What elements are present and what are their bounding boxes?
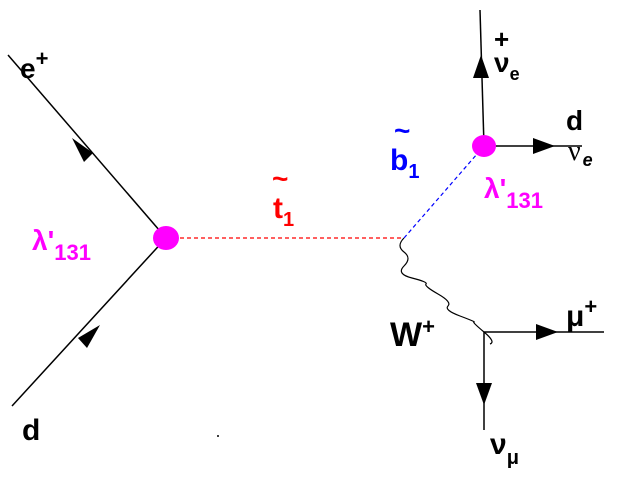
muon-arrow	[536, 324, 558, 340]
nu-e-top-arrow	[473, 55, 489, 78]
sbottom-tilde: ~	[394, 115, 410, 146]
right-vertex	[472, 135, 496, 157]
positron-arrow	[72, 138, 93, 162]
down-quark-arrow	[78, 325, 100, 348]
muon-label: μ+	[566, 294, 597, 333]
positron-line	[7, 54, 167, 239]
down-quark-line	[11, 237, 167, 407]
nu-mu-label: νμ	[490, 428, 519, 469]
w-boson-line	[399, 237, 493, 345]
down-quark-label: d	[22, 414, 40, 447]
lambda-left-label: λ'131	[32, 225, 91, 265]
stop-label: t1	[273, 192, 294, 231]
positron-label: e+	[20, 46, 48, 84]
nu-e-top-bar: +	[494, 24, 509, 54]
nu-e-right-arrow	[533, 138, 555, 154]
w-boson-label: W+	[390, 314, 435, 354]
left-vertex	[153, 226, 179, 250]
lambda-right-label: λ'131	[484, 173, 543, 213]
stop-tilde: ~	[272, 163, 288, 194]
sbottom-label: b1	[390, 144, 419, 183]
sbottom-propagator	[403, 145, 485, 239]
d-out-label: d	[566, 105, 583, 136]
nu-mu-arrow	[476, 383, 492, 405]
nu-e-top-label: νe	[494, 47, 520, 84]
stray-dot	[217, 435, 219, 437]
